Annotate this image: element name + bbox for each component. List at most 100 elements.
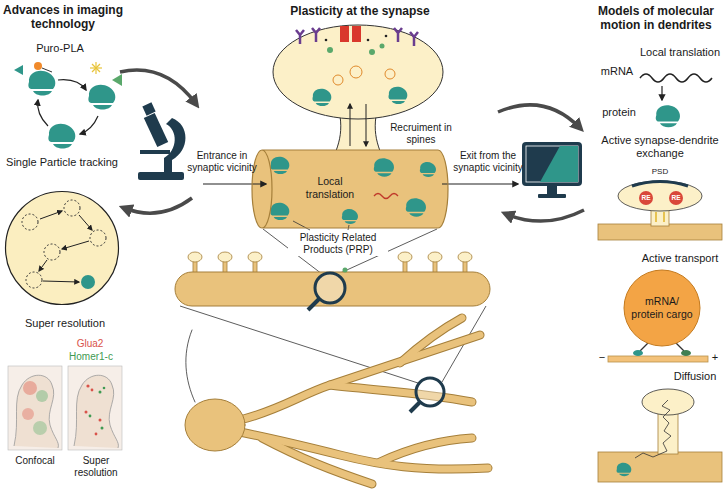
active-transport-illustration	[676, 343, 684, 351]
node-text: mRNA/ protein cargo	[631, 295, 693, 320]
microscope-icon	[138, 172, 184, 180]
neuron	[240, 335, 480, 420]
magnifier-icon	[410, 402, 420, 412]
dendrite-segment	[175, 272, 490, 306]
dendrite-segment	[458, 252, 472, 262]
confocal-image	[8, 366, 62, 450]
super-resolution-image	[91, 389, 94, 392]
super-resolution-image	[89, 415, 92, 418]
structure-label: PSD	[644, 167, 676, 177]
dendrite-shaft	[374, 158, 394, 176]
super-resolution-image	[101, 427, 104, 430]
computer-monitor-icon	[538, 194, 566, 198]
stain-label: Glua2	[62, 338, 118, 350]
particle-tracking-illustration	[43, 281, 79, 282]
cycle-arrow	[506, 210, 584, 221]
organelle-label: RE	[669, 195, 683, 202]
magnifier-icon	[410, 378, 444, 412]
particle-tracking-illustration	[39, 260, 47, 271]
flow-arrow	[203, 183, 518, 184]
model-heading: Local translation	[636, 46, 724, 59]
leader-line	[293, 221, 349, 230]
model-heading: Active transport	[636, 252, 724, 265]
super-resolution-image	[89, 387, 106, 430]
spine-head	[325, 35, 388, 42]
diffusion-illustration	[617, 463, 632, 477]
active-transport-illustration	[681, 350, 691, 356]
process-label: Exit from the synaptic vicinity	[446, 150, 530, 174]
neuron	[400, 318, 462, 363]
puro-pla-illustration	[92, 64, 100, 72]
super-resolution-image	[85, 411, 88, 414]
spine-head	[410, 32, 418, 46]
diffusion-illustration	[598, 452, 722, 482]
super-resolution-image	[74, 375, 118, 448]
computer-monitor-icon	[547, 186, 557, 194]
puro-pla-illustration	[112, 74, 122, 86]
spine-head	[336, 116, 380, 151]
magnifier-icon	[308, 299, 319, 310]
puro-pla-illustration	[38, 100, 48, 126]
cycle-arrow	[120, 70, 196, 104]
puro-pla-illustration	[28, 71, 55, 96]
puro-pla-illustration	[80, 116, 98, 134]
process-label: Recruiment in spines	[382, 122, 460, 146]
microscope-icon	[138, 102, 186, 180]
magnifier-icon	[308, 273, 345, 310]
neuron	[330, 385, 472, 402]
confocal-image	[14, 375, 58, 448]
computer-monitor-icon	[526, 146, 578, 182]
molecule-label: protein	[594, 106, 644, 119]
particle-tracking-illustration	[6, 192, 119, 305]
stain-label: Homer1-c	[56, 351, 126, 363]
spine-head	[394, 28, 402, 42]
spine-head	[350, 104, 366, 146]
super-resolution-image	[99, 419, 102, 422]
synapse-exchange-illustration	[655, 212, 656, 222]
confocal-image	[33, 421, 47, 435]
diffusion-illustration	[598, 389, 722, 482]
spine-head	[350, 66, 362, 78]
confocal-image	[8, 366, 62, 450]
synapse-exchange-illustration	[598, 181, 722, 240]
spine-head	[366, 104, 367, 146]
spine-head	[273, 25, 443, 119]
spine-head	[312, 28, 320, 42]
confocal-image	[23, 381, 37, 395]
dendrite-segment	[175, 252, 490, 306]
dendrite-segment	[188, 252, 202, 262]
active-transport-illustration	[640, 343, 648, 351]
spine-head	[350, 104, 351, 146]
neuron	[185, 399, 245, 451]
dendrite-shaft	[342, 209, 358, 224]
dendrite-shaft	[270, 157, 289, 174]
dendrite-shaft	[374, 194, 398, 199]
column-heading: Models of molecular motion in dendrites	[588, 4, 724, 33]
dendrite-segment	[343, 268, 348, 273]
spine-head	[388, 87, 407, 104]
neuron	[185, 318, 488, 484]
image-caption: Confocal	[4, 455, 66, 467]
callout-label: Plasticity Related Products (PRP)	[288, 232, 388, 256]
particle-tracking-illustration	[79, 215, 92, 230]
synapse-exchange-illustration	[618, 181, 702, 211]
neuron	[262, 438, 372, 484]
dendrite-shaft: Local translation	[262, 150, 438, 228]
diffusion-illustration	[635, 400, 671, 458]
super-resolution-image	[99, 391, 102, 394]
cycle-arrow	[124, 198, 192, 213]
model-heading: Active synapse-dendrite exchange	[596, 134, 724, 160]
cargo-outline	[624, 270, 700, 346]
molecule-label: mRNA	[596, 65, 638, 78]
active-transport-illustration	[633, 350, 643, 356]
particle-tracking-illustration	[22, 200, 106, 288]
microscope-icon	[142, 102, 155, 115]
super-resolution-image	[103, 387, 106, 390]
local-translation-illustration	[640, 74, 712, 82]
tube-outline	[252, 150, 448, 228]
super-resolution-image	[95, 433, 98, 436]
computer-monitor-icon	[540, 146, 578, 182]
circle-outline	[6, 192, 119, 305]
neuron	[240, 318, 488, 484]
spine-head	[327, 44, 385, 56]
